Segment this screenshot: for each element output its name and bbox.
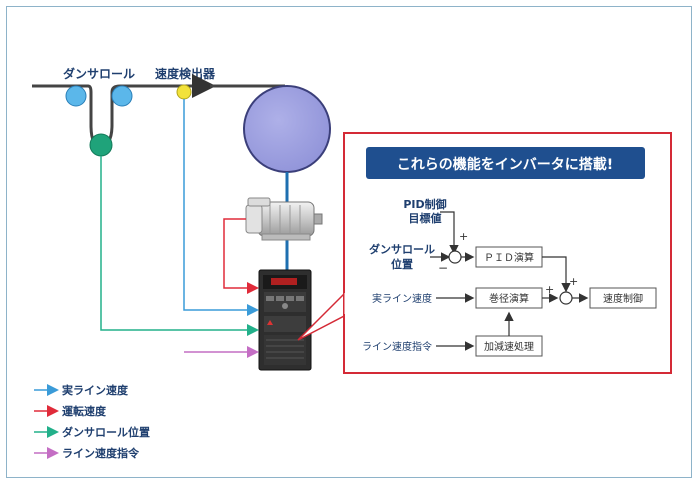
dancer-roll-weight-icon xyxy=(89,133,113,157)
winding-roll-icon xyxy=(243,85,331,173)
legend-label-actual-speed: 実ライン速度 xyxy=(62,383,129,397)
inverter-icon xyxy=(258,269,312,371)
legend-label-line-speed-command: ライン速度指令 xyxy=(62,446,140,460)
dancer-roll-left-icon xyxy=(65,85,87,107)
summing-junction-pid xyxy=(448,250,462,264)
pid-calc-text: ＰＩＤ演算 xyxy=(484,251,534,264)
accel-decel-text: 加減速処理 xyxy=(484,340,534,353)
operating-speed-signal-line xyxy=(223,218,259,294)
actual-line-speed-label: 実ライン速度 xyxy=(372,292,432,305)
legend-label-operating-speed: 運転速度 xyxy=(62,404,107,418)
speed-control-text: 速度制御 xyxy=(603,292,643,305)
speed-detector-icon xyxy=(176,84,192,100)
dancer-position-label-line1: ダンサロール xyxy=(369,242,435,256)
summing-junction-speed xyxy=(559,291,573,305)
line-speed-command-label: ライン速度指令 xyxy=(362,340,432,353)
dancer-roll-label: ダンサロール xyxy=(63,66,135,81)
diagram-frame xyxy=(6,6,692,478)
setpoint-arrow xyxy=(440,211,459,255)
legend-label-dancer-position: ダンサロール位置 xyxy=(62,425,150,439)
winding-calc-text: 巻径演算 xyxy=(489,292,529,305)
dancer-position-label-line2: 位置 xyxy=(391,257,413,271)
speed-control-block xyxy=(589,287,657,309)
function-banner-text: これらの機能をインバータに搭載! xyxy=(397,156,613,173)
legend: 実ライン速度 運転速度 ダンサロール位置 ライン速度指令 xyxy=(34,383,150,460)
pid-output-arrow xyxy=(542,256,571,293)
winding-plus-sign: + xyxy=(545,283,554,296)
dancer-minus-sign: − xyxy=(438,261,448,275)
function-banner xyxy=(366,147,645,179)
actual-speed-signal-line xyxy=(183,99,259,316)
dancer-position-signal-line xyxy=(100,156,259,336)
pid-setpoint-label-line2: 目標値 xyxy=(409,211,442,225)
setpoint-plus-sign: + xyxy=(459,230,468,243)
motor-icon xyxy=(245,197,323,241)
pid-setpoint-label-line1: PID制御 xyxy=(403,197,446,211)
dancer-roll-right-icon xyxy=(111,85,133,107)
pid-plus-sign: + xyxy=(569,275,578,288)
speed-detector-label: 速度検出器 xyxy=(155,66,216,81)
